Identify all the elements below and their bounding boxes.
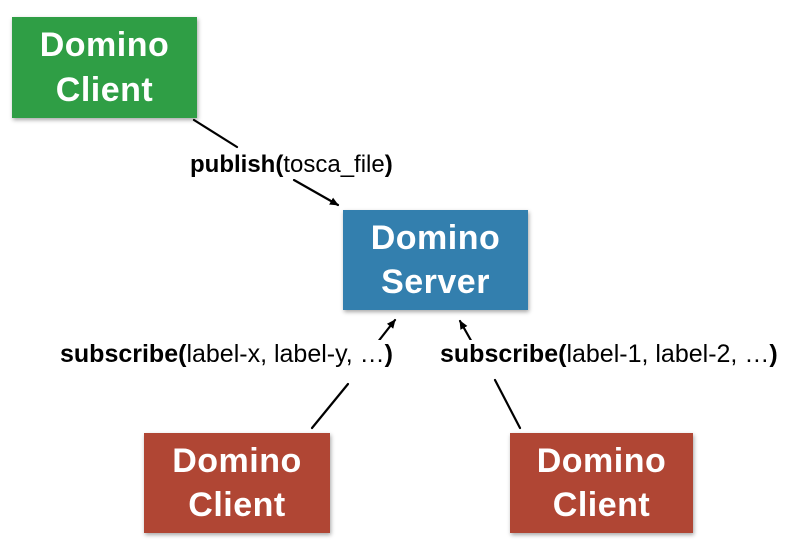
node-label-line: Client [552,486,651,524]
subscribe-left-arrow-segment-1 [310,382,350,430]
publish-edge-label: publish(tosca_file) [188,151,395,179]
subscribe-right-arrow-segment-1 [493,378,522,430]
node-label-line: Client [55,70,154,109]
publish-label-close: ) [384,151,393,178]
publish-label-args: tosca_file [283,151,385,178]
node-label-line: Domino [536,441,667,480]
node-client-bottom-right: Domino Client [510,433,693,533]
subscribe-right-label-args: label-1, label-2, … [566,340,770,368]
subscribe-left-label-args: label-x, label-y, … [186,340,385,368]
publish-label-open: publish( [190,151,284,178]
publish-arrow-segment-2 [292,178,340,207]
subscribe-right-label-open: subscribe( [440,340,567,368]
subscribe-left-edge-label: subscribe(label-x, label-y, …) [58,340,395,369]
subscribe-left-label-open: subscribe( [60,340,187,368]
subscribe-left-label-close: ) [384,340,393,368]
node-client-top: Domino Client [12,17,197,118]
subscribe-right-edge-label: subscribe(label-1, label-2, …) [438,340,780,369]
node-server: Domino Server [343,210,528,310]
subscribe-right-label-close: ) [769,340,778,368]
node-label-line: Client [188,486,286,524]
node-label-line: Domino [39,26,170,65]
publish-arrow-segment-1 [192,118,239,149]
node-client-bottom-left: Domino Client [144,433,330,533]
node-label-line: Domino [172,441,302,480]
node-label-line: Domino [370,218,501,257]
node-label-line: Server [381,263,490,301]
